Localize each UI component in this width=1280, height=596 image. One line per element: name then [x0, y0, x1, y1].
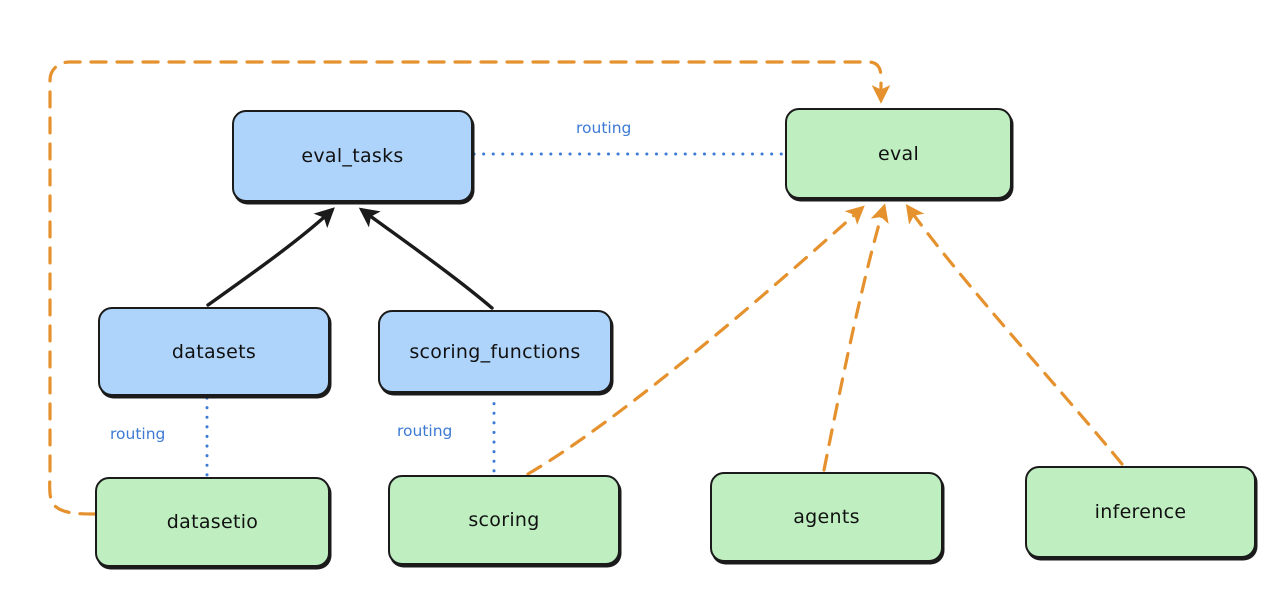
- node-label: agents: [793, 506, 860, 528]
- node-inference[interactable]: inference: [1025, 466, 1256, 558]
- node-scoring[interactable]: scoring: [388, 475, 620, 565]
- node-datasetio[interactable]: datasetio: [95, 477, 330, 567]
- node-agents[interactable]: agents: [710, 472, 943, 562]
- node-label: datasetio: [166, 511, 259, 533]
- edge-label-routing-eval: routing: [576, 119, 632, 137]
- node-eval[interactable]: eval: [785, 108, 1012, 199]
- node-label: scoring: [468, 509, 540, 531]
- edge-scoring_functions-eval_tasks: [358, 207, 494, 310]
- node-eval-tasks[interactable]: eval_tasks: [232, 110, 473, 202]
- edge-scoring-eval: [526, 205, 865, 476]
- node-label: scoring_functions: [409, 340, 581, 363]
- edge-datasets-eval_tasks: [206, 207, 335, 307]
- node-label: eval_tasks: [301, 145, 404, 167]
- node-label: eval: [877, 142, 920, 165]
- node-datasets[interactable]: datasets: [98, 307, 330, 396]
- node-label: inference: [1094, 501, 1187, 523]
- edge-label-routing-scoring: routing: [397, 422, 453, 440]
- node-label: datasets: [171, 340, 257, 363]
- edge-agents-eval: [822, 203, 889, 472]
- node-scoring-functions[interactable]: scoring_functions: [378, 310, 612, 393]
- edge-datasetio-eval: [48, 60, 891, 516]
- edge-inference-eval: [905, 203, 1124, 466]
- edge-label-routing-datasetio: routing: [110, 425, 166, 443]
